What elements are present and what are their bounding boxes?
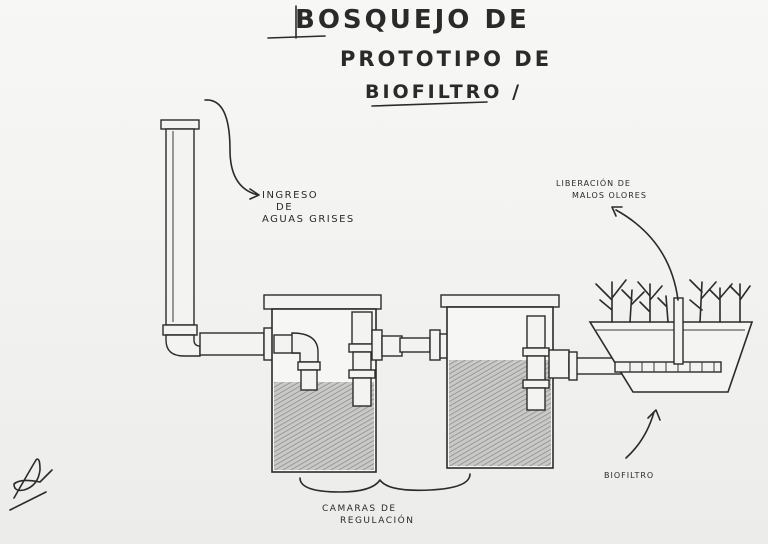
distribution-pipe <box>614 361 722 373</box>
title-line-2: PROTOTIPO DE <box>340 47 552 71</box>
odor-label-2: MALOS OLORES <box>572 191 647 200</box>
intake-label-3: AGUAS GRISES <box>262 214 355 225</box>
biofilter-arrowhead <box>647 409 661 421</box>
chamber-2-lid <box>440 294 560 308</box>
plants <box>595 279 751 323</box>
horizontal-pipe-1 <box>199 332 265 356</box>
regulation-chamber-1 <box>263 294 382 473</box>
chambers-label-1: CAMARAS DE <box>322 504 397 514</box>
odor-arrowhead <box>611 206 623 217</box>
pipe-cap <box>160 119 200 130</box>
signature <box>9 458 53 511</box>
title-block: BOSQUEJO DE PROTOTIPO DE BIOFILTRO / <box>267 5 552 107</box>
intake-label-2: DE <box>276 202 293 213</box>
regulation-chamber-2 <box>440 294 570 469</box>
title-underline-2 <box>371 101 488 107</box>
intake-pipe <box>160 119 275 361</box>
chambers-brace <box>299 473 471 493</box>
odor-label-1: LIBERACIÓN DE <box>556 177 631 188</box>
vertical-pipe <box>165 128 195 326</box>
vent-pipe <box>673 297 684 365</box>
title-line-3: BIOFILTRO / <box>365 81 522 103</box>
pipe-coupling <box>162 324 198 336</box>
intake-label-1: INGRESO <box>262 190 318 201</box>
biofilter-label: BIOFILTRO <box>604 471 654 480</box>
biofilter-arrow <box>625 411 655 459</box>
chambers-label-2: REGULACIÓN <box>340 514 414 526</box>
title-line-1: BOSQUEJO DE <box>295 5 530 35</box>
intake-arrow <box>204 99 259 196</box>
intake-arrowhead <box>249 188 260 200</box>
chamber-1-lid <box>263 294 382 310</box>
odor-arrow <box>615 209 679 301</box>
biofilter-tank <box>588 297 754 393</box>
pipe-elbow <box>165 334 201 357</box>
biofilter-body <box>588 321 754 393</box>
